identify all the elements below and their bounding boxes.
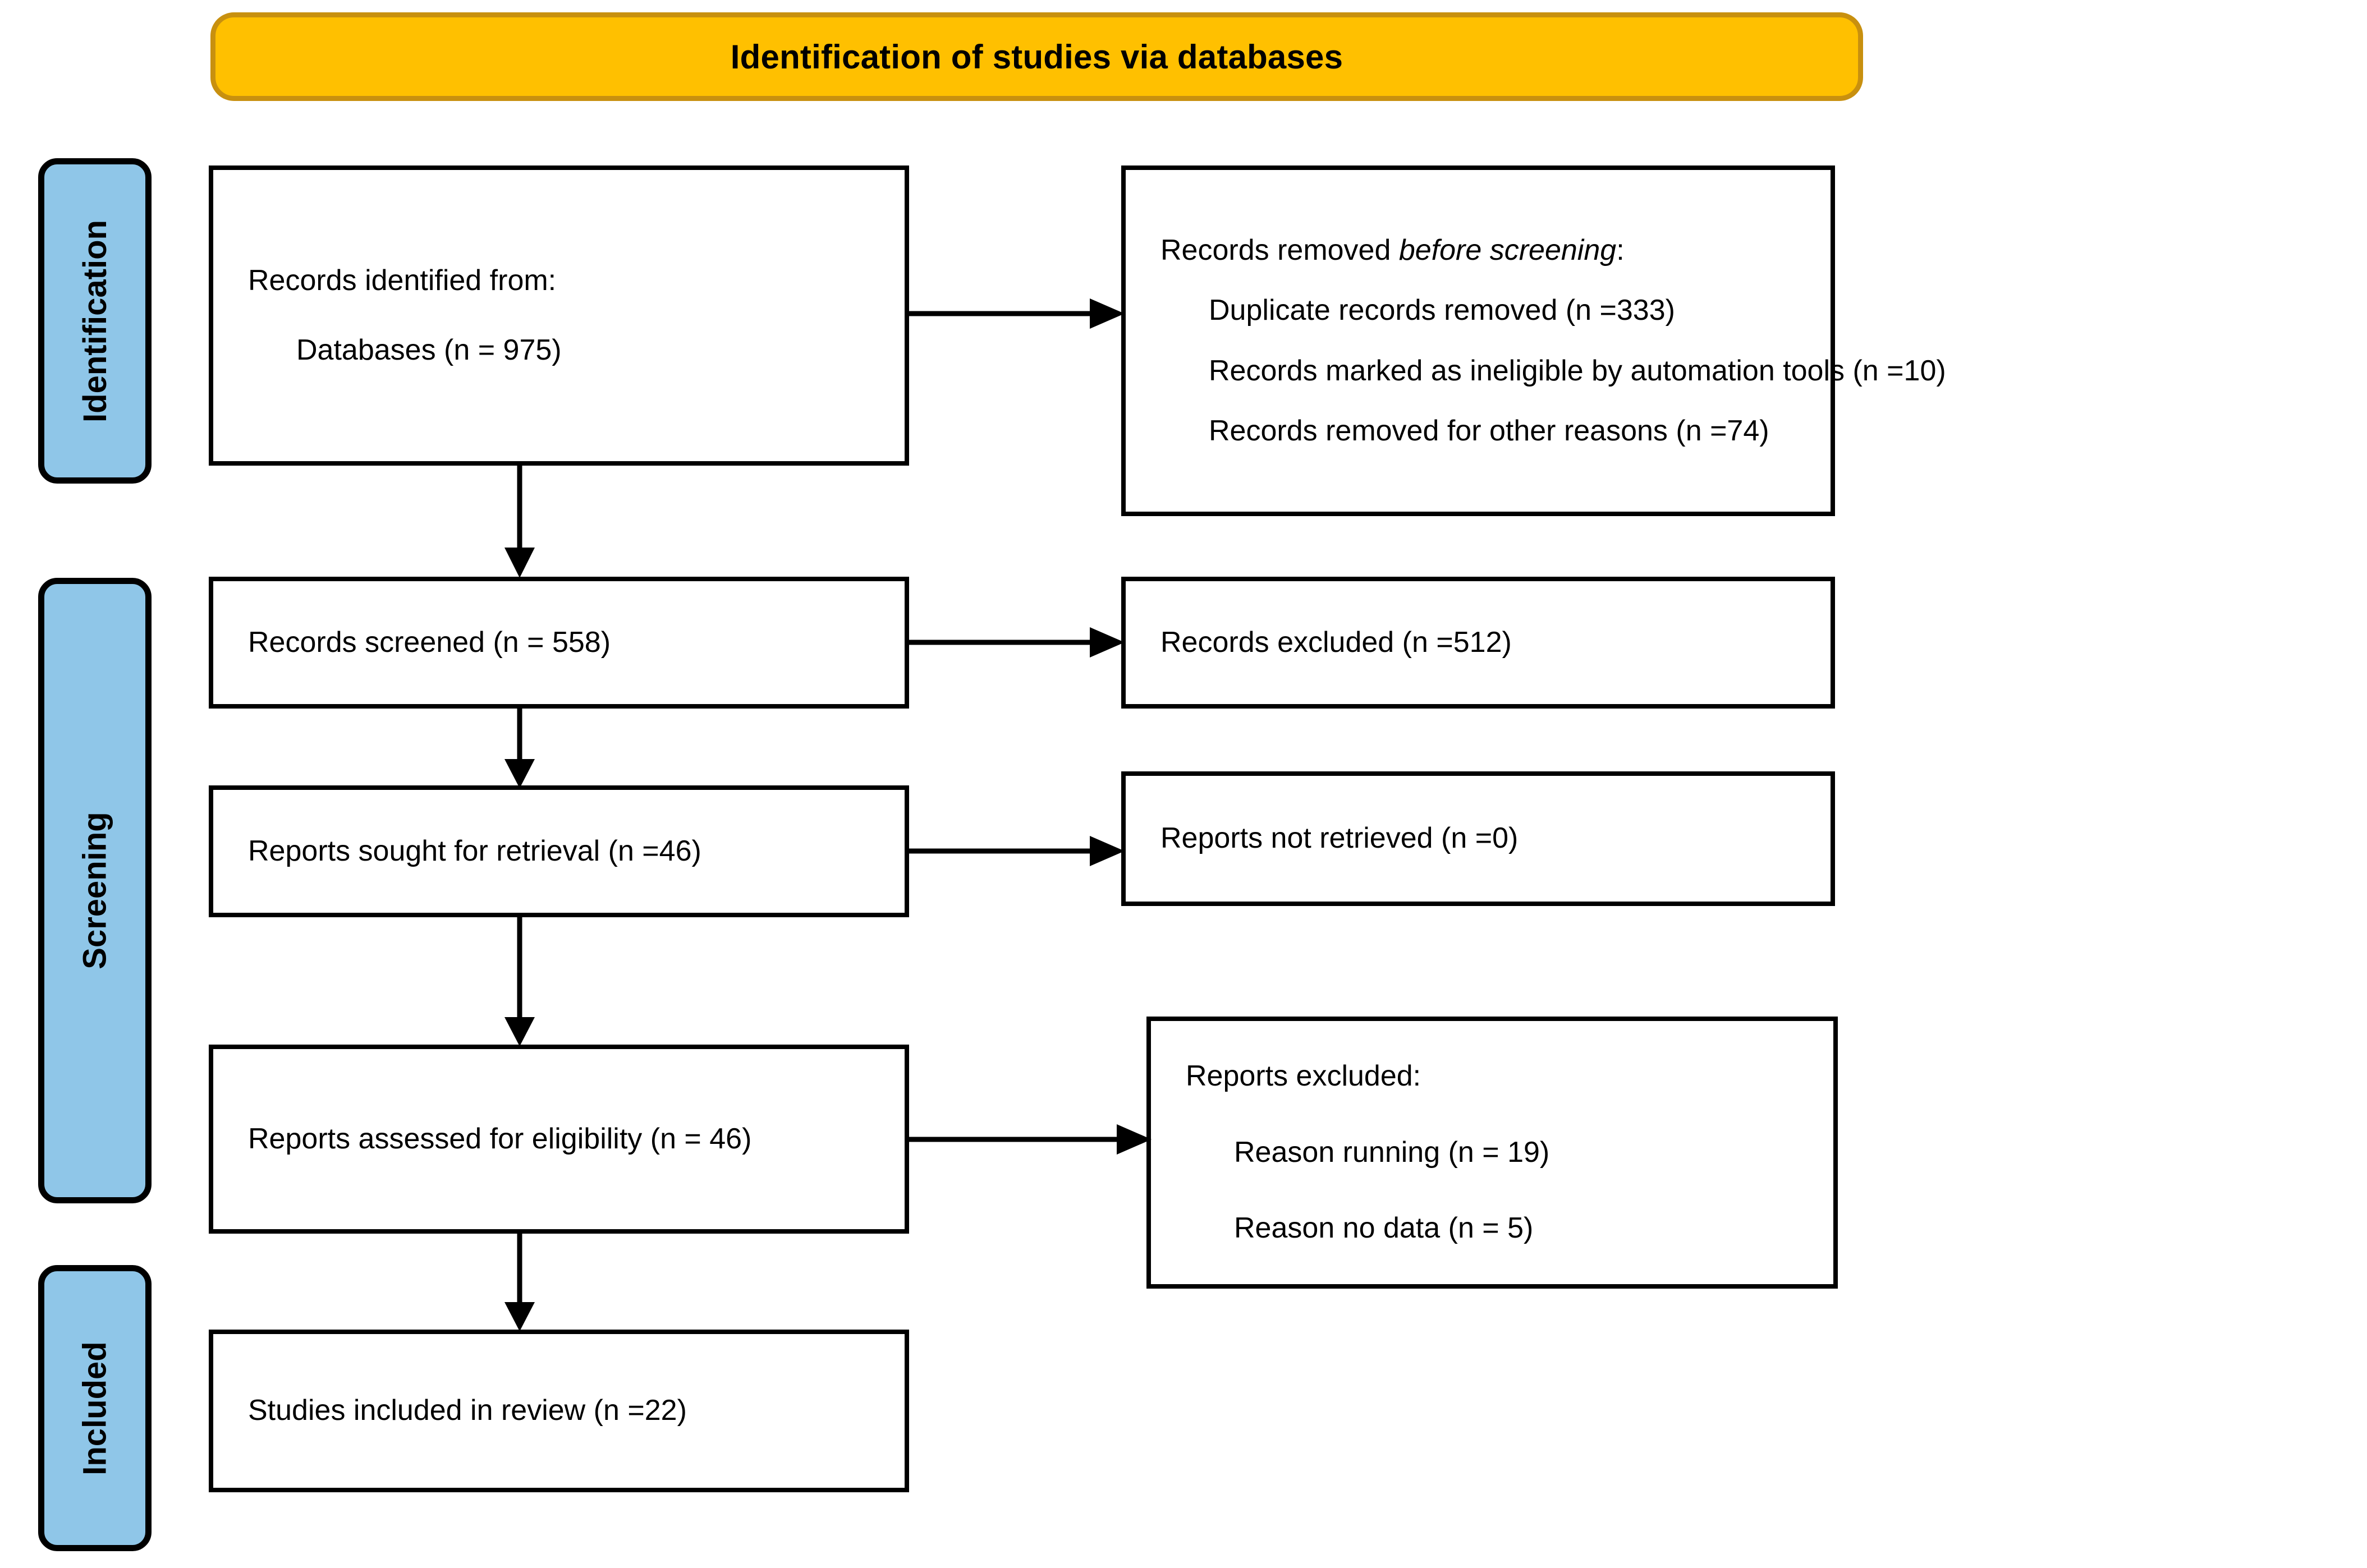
arrow-screened-to-excluded [905, 625, 1129, 660]
spacer [1126, 328, 1831, 354]
box-records-identified-heading: Records identified from: [248, 264, 557, 297]
box-reports-excluded-heading: Reports excluded: [1186, 1060, 1421, 1093]
arrow-identified-to-removed [905, 296, 1129, 331]
box-reports-not-retrieved-text: Reports not retrieved (n =0) [1160, 822, 1519, 855]
spacer [1126, 388, 1831, 414]
spacer [1126, 268, 1831, 293]
arrow-identified-to-screened [502, 463, 537, 580]
stage-label-included: Included [38, 1265, 152, 1551]
arrow-screened-to-sought [502, 706, 537, 790]
spacer [1151, 1094, 1833, 1135]
box-reports-excluded-item-running: Reason running (n = 19) [1234, 1135, 1550, 1169]
spacer [213, 298, 905, 333]
box-reports-assessed: Reports assessed for eligibility (n = 46… [209, 1045, 909, 1234]
box-records-removed-item-other: Records removed for other reasons (n =74… [1209, 414, 1769, 447]
arrow-sought-to-not-retrieved [905, 834, 1129, 868]
box-records-excluded: Records excluded (n =512) [1121, 577, 1835, 709]
box-records-screened-text: Records screened (n = 558) [248, 626, 611, 659]
box-records-excluded-text: Records excluded (n =512) [1160, 626, 1512, 659]
records-removed-suffix: : [1616, 233, 1625, 266]
records-removed-prefix: Records removed [1160, 233, 1399, 266]
records-removed-italic: before screening [1398, 233, 1617, 266]
stage-label-identification: Identification [38, 158, 152, 484]
box-records-removed-item-duplicates: Duplicate records removed (n =333) [1209, 294, 1675, 327]
box-reports-sought: Reports sought for retrieval (n =46) [209, 785, 909, 917]
box-records-removed-item-automation: Records marked as ineligible by automati… [1209, 354, 1946, 387]
stage-label-identification-text: Identification [76, 219, 113, 422]
stage-label-screening-text: Screening [76, 812, 113, 969]
banner-title: Identification of studies via databases [730, 38, 1343, 76]
box-records-screened: Records screened (n = 558) [209, 577, 909, 709]
box-records-identified-item-databases: Databases (n = 975) [296, 333, 562, 366]
box-reports-sought-text: Reports sought for retrieval (n =46) [248, 834, 701, 867]
box-records-identified: Records identified from: Databases (n = … [209, 165, 909, 466]
box-reports-not-retrieved: Reports not retrieved (n =0) [1121, 771, 1835, 906]
box-records-removed: Records removed before screening: Duplic… [1121, 165, 1946, 516]
stage-label-screening: Screening [38, 578, 152, 1203]
box-studies-included-text: Studies included in review (n =22) [248, 1394, 687, 1427]
box-studies-included: Studies included in review (n =22) [209, 1330, 909, 1492]
box-reports-assessed-text: Reports assessed for eligibility (n = 46… [248, 1122, 752, 1155]
box-records-removed-heading: Records removed before screening: [1126, 233, 1831, 268]
spacer [1151, 1170, 1833, 1211]
arrow-assessed-to-reports-excluded [905, 1122, 1156, 1157]
header-banner: Identification of studies via databases [210, 12, 1863, 101]
box-reports-excluded: Reports excluded: Reason running (n = 19… [1146, 1017, 1838, 1289]
box-reports-excluded-item-no-data: Reason no data (n = 5) [1234, 1212, 1534, 1245]
arrow-assessed-to-included [502, 1231, 537, 1334]
arrow-sought-to-assessed [502, 915, 537, 1049]
stage-label-included-text: Included [76, 1341, 113, 1475]
